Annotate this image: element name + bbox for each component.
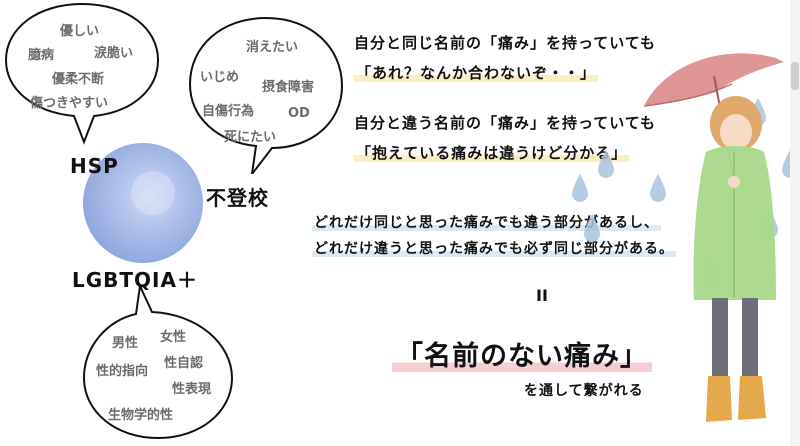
text-line-6-highlight: どれだけ違うと思った痛みでも必ず同じ部分がある。 (312, 241, 676, 257)
hsp-speech-bubble (4, 2, 160, 145)
text-line-4-highlight: 「抱えている痛みは違うけど分かる」 (354, 144, 630, 162)
text-line-5-highlight: どれだけ同じと思った痛みでも違う部分があるし、 (312, 215, 661, 231)
hsp-word: 傷つきやすい (30, 96, 109, 111)
text-line-5: どれだけ同じと思った痛みでも違う部分があるし、 (312, 212, 661, 232)
futoko-word: 消えたい (246, 40, 299, 55)
lgbt-word: 性自認 (164, 356, 204, 371)
lgbt-word: 男性 (112, 336, 139, 351)
text-line-2-highlight: 「あれ？なんか合わないぞ・・」 (354, 64, 599, 82)
futoko-word: 自傷行為 (202, 104, 255, 119)
text-line-1: 自分と同じ名前の「痛み」を持っていても (354, 34, 657, 52)
hsp-word: 涙脆い (94, 46, 134, 61)
text-line-4: 「抱えている痛みは違うけど分かる」 (354, 142, 630, 163)
futoko-word: OD (288, 106, 310, 121)
headline: 「名前のない痛み」 (392, 334, 652, 373)
lgbt-word: 生物学的性 (108, 408, 174, 423)
futoko-label: 不登校 (206, 186, 269, 210)
text-line-2: 「あれ？なんか合わないぞ・・」 (354, 62, 599, 83)
hsp-word: 優しい (60, 24, 100, 39)
hsp-label: HSP (70, 154, 119, 178)
girl-with-umbrella-illustration (643, 53, 784, 422)
text-line-3: 自分と違う名前の「痛み」を持っていても (354, 114, 657, 132)
hsp-word: 優柔不断 (52, 72, 105, 87)
lgbt-speech-bubble (82, 282, 234, 440)
futoko-word: いじめ (200, 70, 240, 85)
vertical-scrollbar[interactable] (790, 0, 800, 446)
lgbt-word: 女性 (160, 330, 187, 345)
hsp-word: 臆病 (28, 48, 55, 63)
scrollbar-thumb[interactable] (791, 62, 799, 90)
watercolor-circle (83, 143, 203, 263)
futoko-word: 摂食障害 (262, 80, 315, 95)
lgbt-label: LGBTQIA＋ (72, 268, 198, 292)
headline-highlight: 「名前のない痛み」 (392, 341, 652, 372)
futoko-word: 死にたい (224, 130, 277, 145)
futoko-speech-bubble (188, 16, 344, 174)
subline: を通して繋がれる (524, 383, 644, 399)
text-line-6: どれだけ違うと思った痛みでも必ず同じ部分がある。 (312, 238, 676, 258)
equals-sign: II (536, 286, 548, 305)
lgbt-word: 性的指向 (96, 364, 149, 379)
lgbt-word: 性表現 (172, 382, 212, 397)
